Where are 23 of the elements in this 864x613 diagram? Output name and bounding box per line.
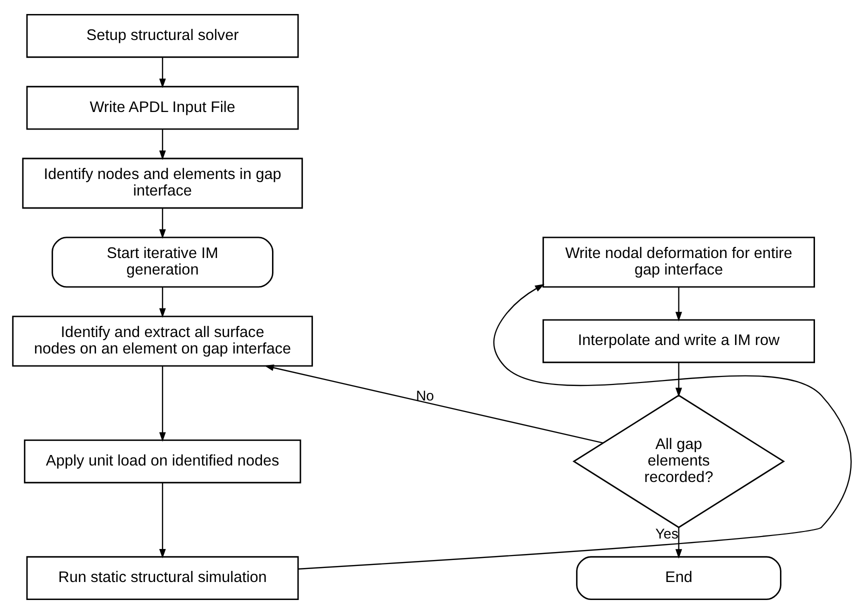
node-box: Write nodal deformation for entire gap interface <box>542 236 815 288</box>
arrow <box>675 286 682 321</box>
node-box: Apply unit load on identified nodes <box>24 438 302 483</box>
node-box: Start iterative IM generation <box>52 236 274 288</box>
node-box: Write APDL Input File <box>26 85 299 130</box>
node-box: End <box>576 556 782 600</box>
arrow <box>159 366 166 442</box>
arrow <box>159 286 166 318</box>
arrow <box>298 284 852 570</box>
arrow <box>675 362 682 397</box>
arrow <box>159 128 166 160</box>
node-diamond: All gap elements recorded? <box>572 394 785 528</box>
arrow <box>264 364 604 443</box>
node-box: Identify nodes and elements in gap interface <box>22 157 303 208</box>
arrow <box>159 482 166 558</box>
node-box: Identify and extract all surface nodes on an element on gap interface <box>12 315 313 366</box>
node-box: Setup structural solver <box>26 14 299 58</box>
node-box: Interpolate and write a IM row <box>542 318 815 363</box>
arrow <box>159 208 166 238</box>
arrow <box>159 56 166 88</box>
arrow <box>675 526 682 558</box>
node-box: Run static structural simulation <box>26 556 299 600</box>
edge-label: No <box>416 386 434 403</box>
